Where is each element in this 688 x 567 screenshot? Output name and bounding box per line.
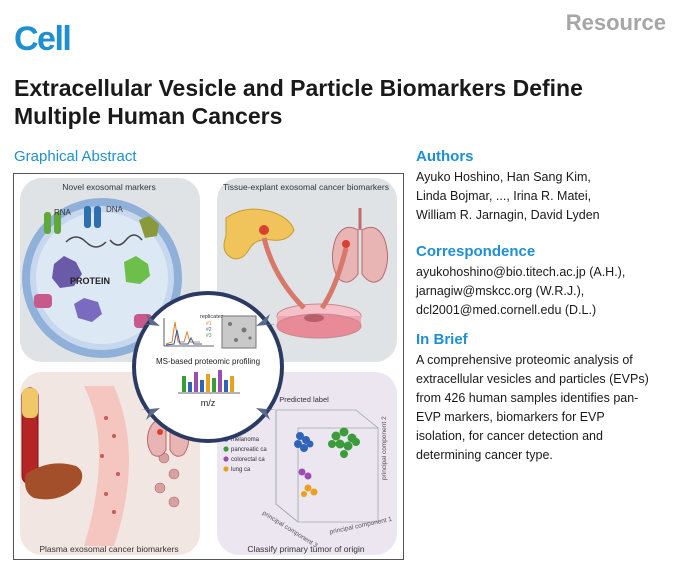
spectra-plot-icon — [163, 318, 214, 347]
panel-label-novel-markers: Novel exosomal markers — [62, 182, 156, 192]
pancreas-icon — [223, 208, 295, 260]
correspondence-email[interactable]: jarnagiw@mskcc.org (W.R.J.), — [416, 284, 585, 298]
mass-spectrum-bars — [178, 370, 240, 394]
pca-axis-2: principal component 2 — [381, 416, 388, 480]
in-brief-section: In Brief A comprehensive proteomic analy… — [416, 331, 678, 465]
authors-line: William R. Jarnagin, David Lyden — [416, 208, 600, 222]
correspondence-email[interactable]: dcl2001@med.cornell.edu (D.L.) — [416, 303, 597, 317]
rna-label: RNA — [54, 208, 72, 217]
graphical-abstract-figure: Novel exosomal markers Tissue-explant ex… — [13, 173, 404, 560]
pca-title: Predicted label — [279, 395, 329, 404]
arrow-to-dish-2 — [319, 247, 349, 310]
connector-arrows — [140, 314, 276, 420]
pca-cluster-colorectal — [298, 468, 312, 480]
in-brief-line: extracellular vesicles and particles (EV… — [416, 372, 649, 386]
panel-label-tissue-explant: Tissue-explant exosomal cancer biomarker… — [223, 182, 389, 192]
micrograph-dots — [228, 322, 252, 342]
arrow-to-dish — [261, 237, 306, 310]
authors-line: Linda Bojmar, ..., Irina R. Matei, — [416, 189, 592, 203]
legend-melanoma: melanoma — [231, 437, 260, 443]
article-title: Extracellular Vesicle and Particle Bioma… — [14, 75, 583, 129]
pca-cluster-melanoma — [294, 432, 314, 452]
correspondence-heading: Correspondence — [416, 243, 536, 260]
mz-axis-label: m/z — [201, 398, 216, 408]
in-brief-heading: In Brief — [416, 331, 468, 348]
in-brief-line: EVP markers, biomarkers for EVP — [416, 410, 605, 424]
in-brief-line: A comprehensive proteomic analysis of — [416, 353, 633, 367]
authors-section: Authors Ayuko Hoshino, Han Sang Kim, Lin… — [416, 148, 678, 225]
in-brief-line: determining cancer type. — [416, 448, 553, 462]
authors-line: Ayuko Hoshino, Han Sang Kim, — [416, 170, 591, 184]
replicate-1: #1 — [206, 321, 212, 327]
micrograph-icon — [221, 315, 257, 349]
article-type-label: Resource — [565, 10, 666, 35]
authors-heading: Authors — [416, 148, 474, 165]
correspondence-list: ayukohoshino@bio.titech.ac.jp (A.H.), ja… — [416, 263, 678, 320]
legend-pancreatic: pancreatic ca — [231, 447, 267, 453]
journal-logo: Cell — [14, 20, 72, 58]
correspondence-section: Correspondence ayukohoshino@bio.titech.a… — [416, 243, 678, 320]
replicates-title: replicates — [200, 314, 224, 320]
protein-label: PROTEIN — [70, 276, 110, 286]
dna-label: DNA — [106, 205, 124, 214]
graphical-abstract-heading: Graphical Abstract — [14, 148, 137, 165]
authors-list: Ayuko Hoshino, Han Sang Kim, Linda Bojma… — [416, 168, 678, 225]
pca-cluster-lung — [301, 484, 318, 497]
replicate-3: #3 — [206, 333, 212, 339]
graphical-abstract-illustration: Novel exosomal markers Tissue-explant ex… — [20, 178, 397, 555]
pca-cube — [275, 409, 379, 523]
in-brief-text: A comprehensive proteomic analysis of ex… — [416, 351, 678, 465]
blood-tube-icon — [21, 387, 39, 485]
replicate-2: #2 — [206, 327, 212, 333]
legend-lung: lung ca — [231, 467, 251, 473]
culture-dish-icon — [276, 303, 362, 339]
exosome-vesicle-icon — [22, 198, 182, 358]
pca-cluster-pancreatic — [328, 427, 360, 458]
in-brief-line: isolation, for cancer detection and — [416, 429, 603, 443]
liver-icon — [25, 463, 83, 500]
in-brief-line: from 426 human samples identifies pan- — [416, 391, 639, 405]
legend-colorectal: colorectal ca — [231, 457, 265, 463]
ms-profiling-label: MS-based proteomic profiling — [156, 357, 260, 366]
correspondence-email[interactable]: ayukohoshino@bio.titech.ac.jp (A.H.), — [416, 265, 626, 279]
panel-label-classify: Classify primary tumor of origin — [247, 544, 364, 554]
panel-label-plasma: Plasma exosomal cancer biomarkers — [39, 544, 178, 554]
